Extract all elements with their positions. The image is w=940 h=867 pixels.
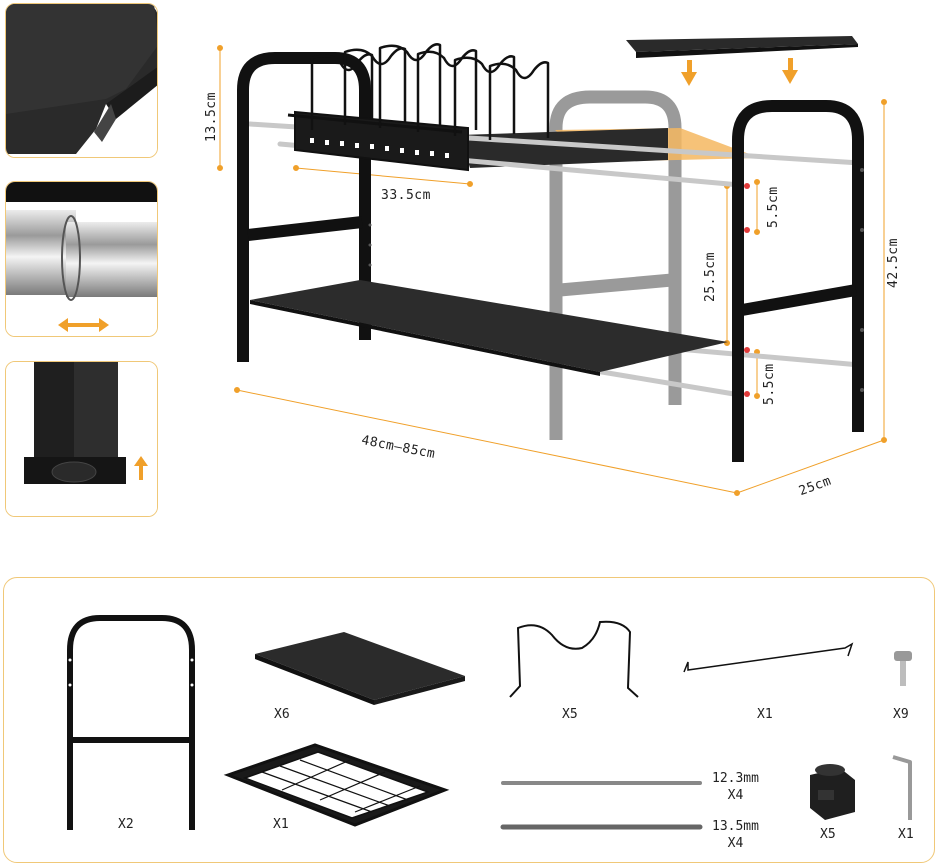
total-height-label: 42.5cm: [886, 238, 901, 288]
hook-bar-qty: X1: [757, 707, 773, 722]
screw-qty: X9: [893, 707, 909, 722]
frame-qty: X2: [118, 817, 134, 832]
rod-large-qty: X4: [727, 836, 744, 851]
rack-illustration: [217, 36, 887, 496]
wrench-qty: X1: [898, 827, 914, 842]
shelf-qty: X6: [274, 707, 290, 722]
rod-large-size: 13.5mm: [712, 819, 759, 834]
shelf-gap-top-label: 5.5cm: [766, 186, 781, 228]
rod-small-qty: X4: [727, 788, 744, 803]
rod-small-label: 12.3mm X4: [712, 770, 759, 804]
parts-list-panel: [3, 577, 935, 863]
detail-shelf-texture: [5, 3, 158, 158]
detail-telescopic-rod: [5, 181, 158, 337]
shelf-gap-bottom-label: 5.5cm: [762, 363, 777, 405]
rod-large-label: 13.5mm X4: [712, 818, 759, 852]
divider-qty: X5: [562, 707, 578, 722]
detail-adjustable-foot: [5, 361, 158, 517]
shelf-spacing-label: 25.5cm: [703, 252, 718, 302]
basket-qty: X1: [273, 817, 289, 832]
rod-small-size: 12.3mm: [712, 771, 759, 786]
basket-height-label: 13.5cm: [204, 92, 219, 142]
basket-width-label: 33.5cm: [381, 188, 431, 203]
foot-qty: X5: [820, 827, 836, 842]
